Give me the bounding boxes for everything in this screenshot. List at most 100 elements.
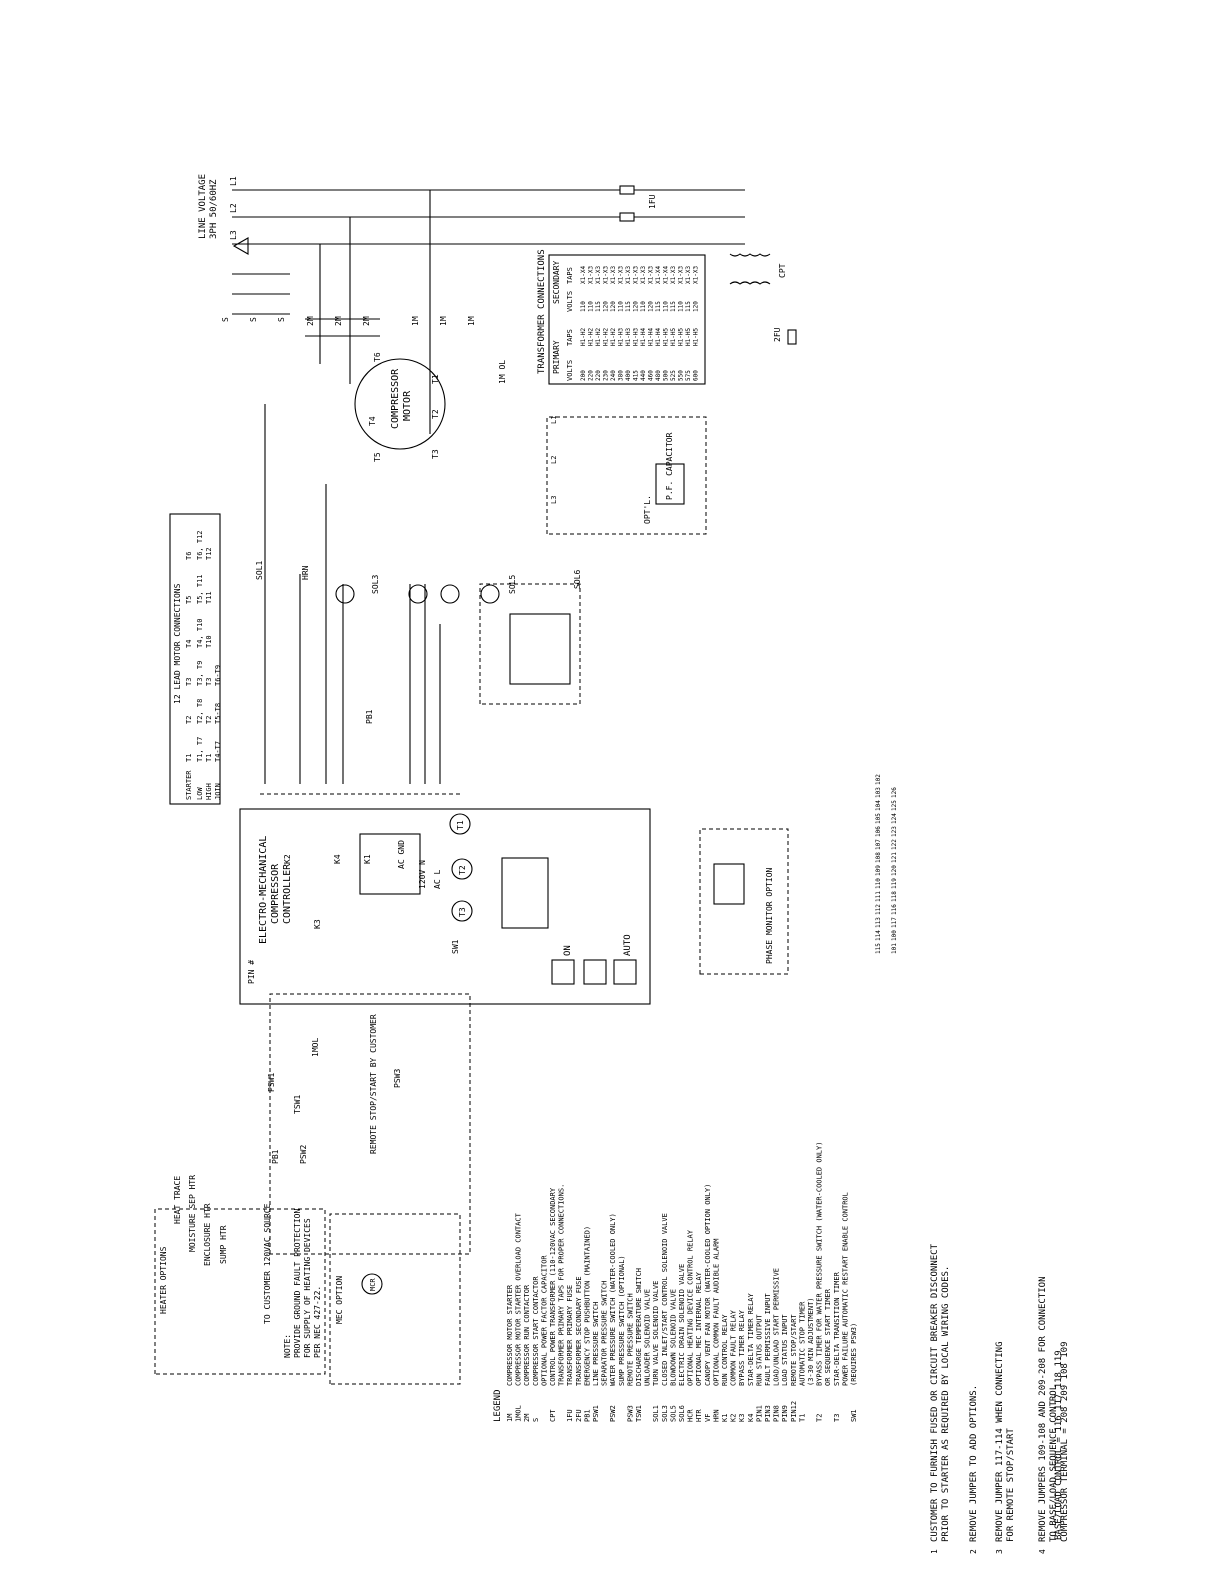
legend-desc: RUN CONTROL RELAY [721, 1314, 729, 1386]
contactor-2m-label-2: 2M [334, 316, 343, 326]
transformer-cell: 460 [648, 370, 655, 381]
legend-desc: SEPARATOR PRESSURE SWITCH [601, 1281, 609, 1386]
transformer-cell: 525 [670, 370, 677, 381]
transformer-cell: 115 [685, 301, 692, 312]
contactor-s-label-2: S [249, 317, 258, 322]
transformer-cell: X1-X3 [670, 266, 677, 284]
note-number: 3 [995, 1549, 1004, 1554]
relay-k1-label: K1 [363, 854, 372, 864]
transformer-header-cell: TAPS [566, 267, 574, 284]
phase-monitor-label: PHASE MONITOR OPTION [765, 867, 774, 964]
legend-desc: STAR-DELTA TIMER RELAY [747, 1292, 755, 1386]
indicator-auto-label: AUTO [623, 934, 633, 956]
timer-t3-symbol [451, 900, 473, 922]
legend-code: HCR [687, 1409, 695, 1422]
power-section: LINE VOLTAGE 3PH 50/60HZ L1 L2 L3 1FU S … [198, 174, 797, 462]
legend-code: HTR [695, 1409, 703, 1422]
note-line: TO BASE/LOAD SEQUENCE CONTROL [1049, 1385, 1059, 1542]
transformer-cell: 240 [610, 370, 617, 381]
transformer-cell: X1-X3 [640, 266, 647, 284]
transformer-cell: 220 [588, 370, 595, 381]
timer-t1-symbol [449, 813, 471, 835]
terminal-strip: 1151141131121111101091081071061051041031… [875, 774, 898, 954]
motor-terminal-t2: T2 [431, 409, 440, 419]
legend-code: 1M [506, 1414, 514, 1422]
psw1-label: PSW1 [267, 1073, 276, 1092]
legend-desc: LOAD STATUS INPUT [781, 1314, 789, 1386]
motor-terminal-t4: T4 [368, 416, 377, 426]
transformer-cell: X1-X3 [693, 266, 700, 284]
note-number: 1 [930, 1549, 939, 1554]
transformer-cell: X1-X3 [685, 266, 692, 284]
terminal-number: 111 [875, 891, 882, 902]
transformer-cell: H1-H5 [663, 328, 670, 346]
transformer-cell: H1-H5 [678, 328, 685, 346]
legend-desc: OPTIONAL COMMON FAULT AUDIBLE ALARM [712, 1238, 720, 1386]
tsw1-label: TSW1 [293, 1095, 302, 1114]
note-line: PRIOR TO STARTER AS REQUIRED BY LOCAL WI… [941, 1266, 951, 1542]
transformer-cell: X1-X4 [655, 266, 662, 284]
line-voltage-title: LINE VOLTAGE [198, 174, 208, 239]
motor-header-cell: T3 [185, 678, 193, 686]
terminal-number: 103 [875, 787, 882, 798]
fuse-1fu-label: 1FU [648, 194, 657, 209]
terminal-number: 115 [875, 943, 882, 954]
legend-desc: STAR-DELTA TRANSITION TIMER [833, 1271, 841, 1386]
legend-code: PIN3 [764, 1405, 772, 1422]
legend-desc: COMPRESSOR MOTOR STARTER [506, 1284, 514, 1386]
fuse-2fu [787, 329, 797, 345]
transformer-cell: H1-H4 [648, 328, 655, 346]
mcr-label: MCR [369, 1278, 377, 1291]
note-line: REMOVE JUMPER 117-114 WHEN CONNECTING [995, 1342, 1005, 1542]
legend-code: PSW3 [626, 1405, 634, 1422]
legend-code: 2FU [575, 1409, 583, 1422]
transformer-cell: 115 [595, 301, 602, 312]
heater-frame [154, 1208, 326, 1375]
legend-desc: EMERGENCY STOP PUSHBUTTON (MAINTAINED) [583, 1226, 591, 1386]
controller-pin-header: PIN # [247, 960, 256, 984]
terminal-number: 100 [891, 930, 898, 941]
transformer-cell: 115 [670, 301, 677, 312]
legend-desc: AUTOMATIC STOP TIMER [798, 1301, 806, 1386]
contactor-s-label-3: S [277, 317, 286, 322]
controller-power-block [359, 833, 421, 895]
transformer-cell: 575 [685, 370, 692, 381]
terminal-number: 104 [875, 800, 882, 811]
contactor-1m-label-3: 1M [467, 316, 476, 326]
terminal-number: 108 [875, 852, 882, 863]
motor-cell: T6-T9 [214, 665, 222, 686]
pf-phase-l2: L2 [550, 456, 558, 464]
motor-terminal-t6: T6 [373, 352, 382, 362]
motor-header-cell: STARTER [185, 770, 193, 800]
line-voltage-subtitle: 3PH 50/60HZ [209, 179, 219, 239]
indicator-auto-button [613, 959, 637, 985]
legend-desc: TURN VALVE SOLENOID VALVE [652, 1281, 660, 1386]
legend-code: HRN [712, 1409, 720, 1422]
transformer-cell: X1-X3 [625, 266, 632, 284]
pf-phase-l1: L1 [550, 416, 558, 424]
terminal-number: 123 [891, 826, 898, 837]
pf-phase-l3: L3 [550, 496, 558, 504]
fuse-1fu-a [619, 185, 635, 195]
drain-valve-box [509, 613, 571, 685]
heater-note-2d: PER NEC 427-22. [313, 1286, 322, 1358]
overload-label: 1M OL [498, 360, 507, 384]
terminal-number: 107 [875, 839, 882, 850]
contactor-1m-label-2: 1M [439, 316, 448, 326]
legend-desc: DISCHARGE TEMPERATURE SWITCH [635, 1268, 643, 1386]
legend-desc: REMOTE PRESSURE SWITCH [626, 1293, 634, 1386]
pf-capacitor-box [655, 463, 685, 505]
legend-code: T3 [833, 1414, 841, 1422]
legend-code: 1MOL [515, 1405, 523, 1422]
motor-header-cell: T1 [185, 754, 193, 762]
transformer-cell: H1-H2 [588, 328, 595, 346]
transformer-cell: 230 [603, 370, 610, 381]
transformer-cell: H1-H2 [610, 328, 617, 346]
fuse-2fu-label: 2FU [773, 327, 782, 342]
terminal-number: 117 [891, 917, 898, 928]
motor-header-cell: T5 [185, 596, 193, 604]
transformer-header-cell: TAPS [566, 329, 574, 346]
